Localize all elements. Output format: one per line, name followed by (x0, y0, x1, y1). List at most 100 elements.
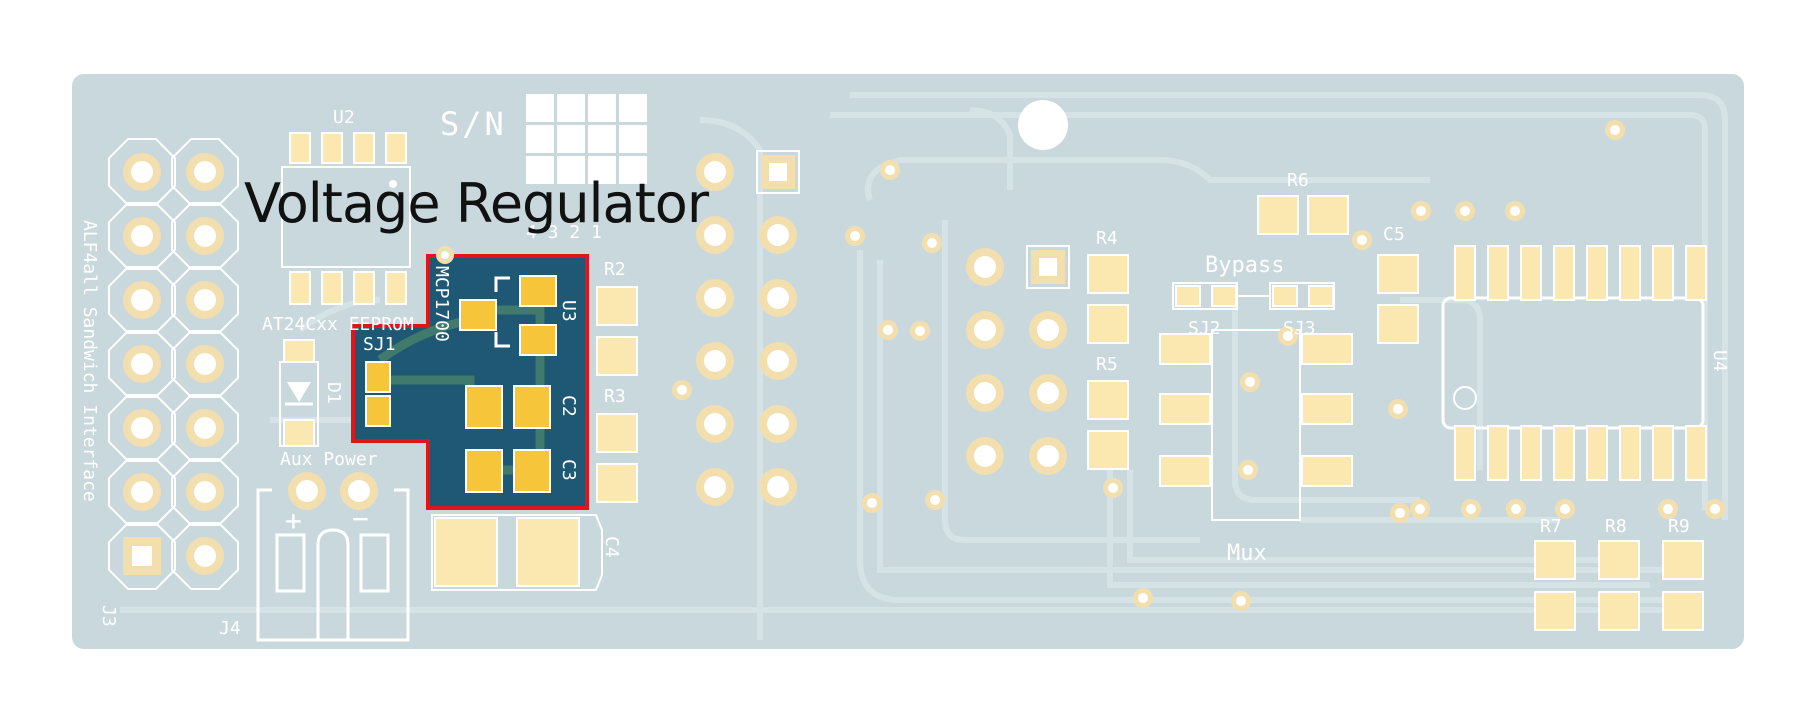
label-sj2: SJ2 (1188, 318, 1221, 339)
j4-pin-hole (296, 480, 318, 502)
u4-pad (1553, 245, 1575, 301)
label-mcp: MCP1700 (431, 266, 452, 342)
j4-center (316, 528, 350, 640)
c4-pad (516, 517, 580, 587)
serial-number-grid (526, 94, 647, 184)
mux-pad (1159, 333, 1211, 365)
via-hole (1511, 504, 1521, 514)
label-j4: J4 (219, 618, 241, 639)
resistor-pad (1534, 540, 1576, 580)
resistor-pad (596, 286, 638, 326)
j4-aux-power-connector (256, 472, 410, 642)
jm-pin-hole (974, 445, 996, 467)
label-u4: U4 (1709, 350, 1730, 372)
trace (877, 260, 1680, 573)
j4-pin-hole (348, 480, 370, 502)
via-hole (1710, 504, 1720, 514)
j3-pin-outline (171, 458, 239, 526)
j3-pin-outline (108, 138, 176, 206)
c3-pad (513, 449, 551, 493)
sn-cell (526, 125, 554, 153)
via-hole (1138, 593, 1148, 603)
u3-pad (519, 324, 557, 356)
label-minus: − (352, 502, 369, 535)
sj1-pad (365, 395, 391, 427)
resistor-pad (1087, 304, 1129, 344)
label-r7: R7 (1540, 516, 1562, 537)
u4-pad (1586, 245, 1608, 301)
c3-pad (465, 449, 503, 493)
jc-pin-hole (767, 350, 789, 372)
jm-pin-hole (974, 382, 996, 404)
sn-cell (588, 94, 616, 122)
j3-pin-outline (108, 266, 176, 334)
label-aux-power: Aux Power (280, 449, 378, 470)
annotation-title: Voltage Regulator (244, 172, 709, 235)
u4-pad (1685, 245, 1707, 301)
c4-capacitor (431, 514, 603, 591)
sn-cell (619, 156, 647, 184)
mux-pad (1159, 393, 1211, 425)
label-eeprom: AT24Cxx EEPROM (262, 314, 414, 335)
via-hole (1510, 206, 1520, 216)
j3-pin1-hole (132, 546, 152, 566)
via-hole (1610, 125, 1620, 135)
resistor-pad (596, 336, 638, 376)
trace (865, 157, 1430, 201)
u4-ic-footprint (1441, 245, 1707, 481)
via-hole (677, 385, 687, 395)
jc-pin-hole (704, 476, 726, 498)
resistor-pads (596, 195, 1704, 631)
via-hole (1416, 206, 1426, 216)
via-hole (867, 498, 877, 508)
u2-pad (353, 132, 375, 164)
jc-pin1-outline (756, 150, 800, 194)
u2-pad (353, 271, 375, 305)
d1-symbol (287, 382, 311, 402)
voltage-regulator-region (351, 246, 589, 510)
j4-slot-left (275, 533, 306, 593)
label-mux: Mux (1227, 541, 1267, 566)
jc-pin1-hole (769, 163, 787, 181)
u2-pad (385, 132, 407, 164)
resistor-pad (1087, 430, 1129, 470)
j3-pin-hole (131, 417, 153, 439)
u3-bracket (494, 332, 510, 348)
u4-pin1-dot (1453, 386, 1477, 410)
resistor-pad (1377, 254, 1419, 294)
via-hole (883, 325, 893, 335)
u2-pin1-dot (389, 180, 397, 188)
jumper-pad (1308, 285, 1334, 307)
jc-pin-hole (704, 287, 726, 309)
sn-cell (557, 125, 585, 153)
via-hole (915, 326, 925, 336)
via-hole (1236, 596, 1246, 606)
vias-layer (672, 120, 1725, 611)
jm-pin-hole (1037, 445, 1059, 467)
label-c4: C4 (601, 536, 622, 558)
u2-eeprom-footprint (281, 132, 411, 447)
resistor-pad (1257, 195, 1299, 235)
traces-layer (120, 92, 1728, 640)
j3-pin-outline (171, 138, 239, 206)
j3-pin-outline (171, 202, 239, 270)
sn-cell (526, 156, 554, 184)
mux-pad (1301, 455, 1353, 487)
jm-pin-hole (1037, 382, 1059, 404)
resistor-pad (1598, 591, 1640, 631)
jm-pin1-outline (1026, 245, 1070, 289)
label-d1: D1 (323, 382, 344, 404)
jc-pin-hole (704, 413, 726, 435)
u3-pad (519, 275, 557, 307)
label-u2: U2 (333, 107, 355, 128)
mid-header (966, 245, 1070, 475)
resistor-pad (1662, 591, 1704, 631)
u4-pad (1652, 425, 1674, 481)
mounting-hole (1018, 100, 1068, 150)
j3-pin-outline (171, 330, 239, 398)
d1-outline (279, 361, 319, 447)
jc-pin-hole (704, 161, 726, 183)
label-bypass: Bypass (1205, 253, 1284, 278)
